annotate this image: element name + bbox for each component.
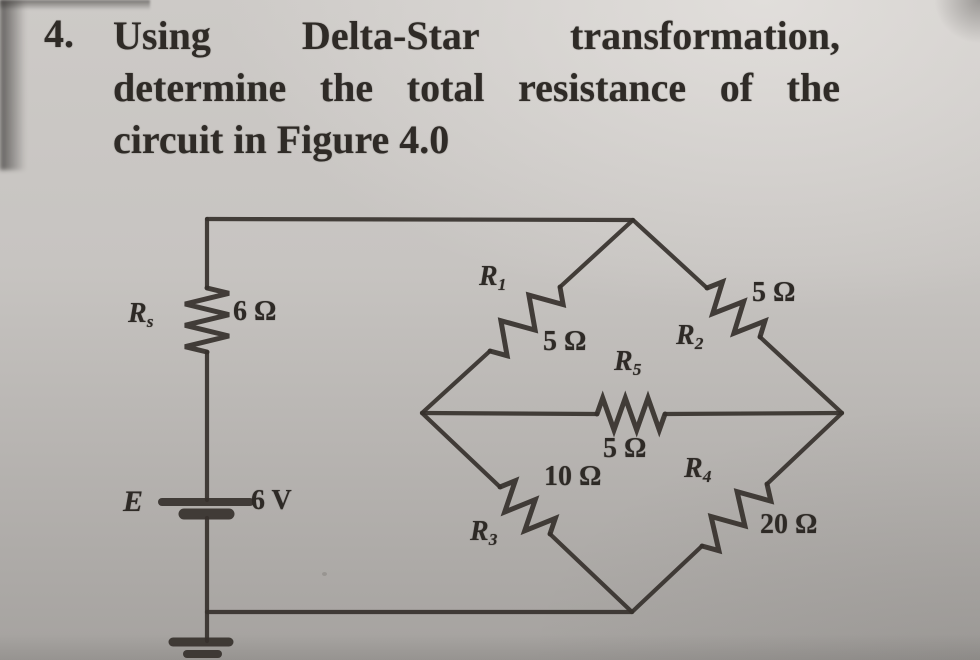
resistor-r3-zigzag xyxy=(497,476,560,537)
page-edge-shadow-bottom xyxy=(0,634,980,660)
resistor-r4-symbol: R xyxy=(684,453,703,484)
paper-speck xyxy=(322,572,327,576)
lead-r5-right xyxy=(662,410,845,417)
resistor-r5-sub: 5 xyxy=(632,360,642,380)
lead-r2-top xyxy=(630,217,710,291)
resistor-r4-value: 20 Ω xyxy=(760,509,818,540)
resistor-rs-label: Rs xyxy=(128,298,154,332)
question-line-2: determine the total resistance of the xyxy=(113,65,840,110)
resistor-r3-value: 10 Ω xyxy=(544,461,602,492)
lead-r2-bottom xyxy=(757,334,845,416)
lead-r4-bottom xyxy=(629,543,705,615)
resistor-r1-sub: 1 xyxy=(497,275,507,295)
question-text: Using Delta-Star transformation, determi… xyxy=(113,10,840,166)
question-line-3: circuit in Figure 4.0 xyxy=(113,117,450,162)
resistor-r3-symbol: R xyxy=(470,516,489,547)
lead-r1-top xyxy=(557,217,636,290)
resistor-r2-symbol: R xyxy=(676,320,695,351)
resistor-r2-sub: 2 xyxy=(694,334,704,354)
resistor-r1-value: 5 Ω xyxy=(543,326,587,357)
lead-r5-left xyxy=(419,410,600,417)
resistor-r1-zigzag xyxy=(487,284,567,360)
page-edge-shadow-left xyxy=(0,0,26,170)
resistor-r3-sub: 3 xyxy=(488,530,498,550)
battery-value: 6 V xyxy=(251,485,292,516)
lead-r1-bottom xyxy=(419,348,493,416)
wire-top xyxy=(204,216,636,223)
question-line-1: Using Delta-Star transformation, xyxy=(113,13,840,58)
resistor-r4-zigzag xyxy=(699,481,775,555)
resistor-r2-label: R2 xyxy=(676,320,704,354)
page-edge-shadow-top xyxy=(0,0,150,10)
resistor-rs-zigzag xyxy=(184,285,230,355)
resistor-r2-value: 5 Ω xyxy=(752,277,796,308)
resistor-r1-symbol: R xyxy=(479,261,498,292)
lead-r3-top xyxy=(419,410,503,490)
resistor-r1-label: R1 xyxy=(479,261,507,295)
resistor-rs-symbol: R xyxy=(128,298,147,329)
resistor-rs-sub: s xyxy=(146,312,154,332)
lead-r4-top xyxy=(764,410,845,487)
page-corner-shadow-top-right xyxy=(934,0,980,44)
resistor-r5-value: 5 Ω xyxy=(603,433,647,464)
resistor-r4-label: R4 xyxy=(684,453,712,487)
resistor-r5-zigzag xyxy=(594,390,668,438)
lead-r3-bottom xyxy=(547,531,635,615)
resistor-r3-label: R3 xyxy=(470,516,498,550)
resistor-rs-value: 6 Ω xyxy=(233,296,277,327)
paper-speck xyxy=(610,92,614,96)
battery-label: E xyxy=(123,485,144,518)
resistor-r4-sub: 4 xyxy=(702,467,712,487)
question-number: 4. xyxy=(44,11,74,56)
resistor-r2-zigzag xyxy=(704,277,769,340)
resistor-r5-label: R5 xyxy=(614,346,642,380)
resistor-r5-symbol: R xyxy=(614,346,633,377)
